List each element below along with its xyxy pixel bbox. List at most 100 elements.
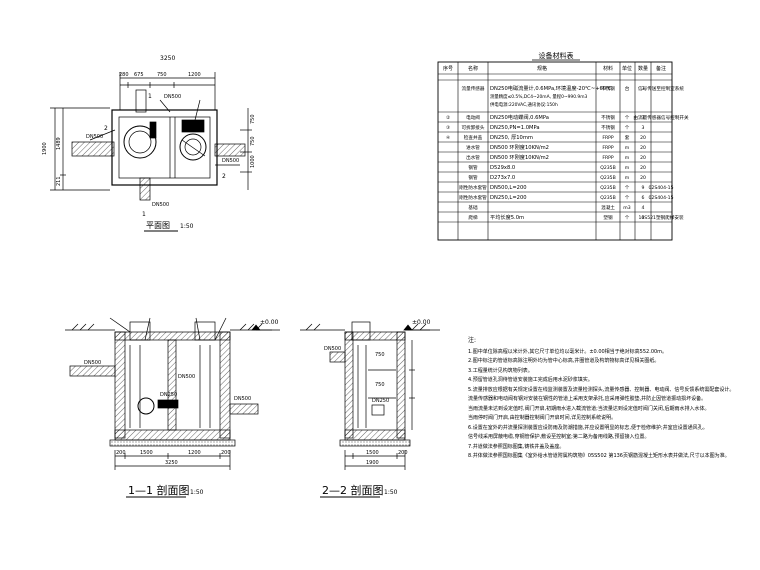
note-item: 1.图中单位除高程以米计外,其它尺寸单位均以毫米计。±0.00相当于绝对标高55…: [468, 348, 668, 355]
plan-view: [50, 72, 252, 201]
table-cell-mat: FRPP: [602, 155, 614, 161]
table-cell-qty: 20: [640, 135, 646, 141]
table-cell-note: 16S521塑钢爬梯安装: [638, 214, 683, 221]
section-mark: 1: [142, 211, 146, 218]
table-cell-spec: 平均长度5.0m: [490, 213, 524, 221]
table-cell-name: 钢管: [468, 174, 478, 181]
plan-title: 平面图: [146, 221, 170, 230]
table-cell-spec: DN500,L=200: [490, 185, 527, 191]
table-header-cell: 名称: [468, 65, 478, 72]
section-2-pipe-label: DN500: [324, 346, 341, 352]
note-item: 流量传感器和电动阀有钢对安装在钢性的管道上采用支架承托,应采用弹性胶垫,并防止因…: [468, 396, 707, 402]
table-cell-mat: Q235B: [600, 175, 616, 181]
plan-pipe-label: DN500: [86, 134, 103, 140]
table-cell-qty: 20: [640, 165, 646, 171]
notes-block: 注: 1.图中单位除高程以米计外,其它尺寸单位均以毫米计。±0.00相当于绝对标…: [468, 336, 754, 462]
plan-pipe-label: DN500: [164, 94, 181, 100]
section-2-dim: 1500: [366, 450, 379, 456]
plan-scale: 1:50: [180, 223, 194, 230]
table-cell-name: 出水管: [466, 154, 480, 161]
table-cell-note: 由流量传感器信号控制开关: [633, 114, 689, 121]
plan-dim: 211: [56, 176, 62, 186]
table-cell-qty: 3: [642, 215, 645, 221]
table-cell-name: 爬梯: [468, 214, 478, 221]
section-2-level: ±0.00: [412, 319, 431, 326]
table-cell-spec: D273x7.0: [490, 175, 515, 181]
table-cell-spec: DN250电磁流量计,0.6MPa,环境温度-20℃~+60℃: [490, 84, 612, 92]
table-title: 设备材料表: [539, 51, 574, 60]
plan-dim: 1000: [250, 155, 256, 168]
section-1-dim: 200: [221, 450, 231, 456]
table-header-cell: 序号: [443, 65, 453, 72]
table-cell-mat: Q235B: [600, 185, 616, 191]
note-item: 7.井道做法参照国标图集,铸铁井盖及盖座。: [468, 443, 565, 450]
section-1-pipe-label: DN500: [84, 360, 101, 366]
plan-dim: 1489: [56, 137, 62, 150]
table-cell-note: 信号传送至控制室系统: [638, 85, 684, 92]
note-item: 信号线采用屏蔽电缆,穿钢管保护,敷设至控制室;第二路为备用线路,预留接入位置。: [468, 434, 650, 440]
table-cell-spec: DN500 环刚度10KN/m2: [490, 143, 549, 151]
plan-dim: 750: [250, 114, 256, 124]
table-header-cell: 单位: [622, 65, 632, 72]
equipment-table: [437, 61, 673, 241]
table-cell-unit: m: [625, 146, 630, 151]
table-cell-spec: DN500 环刚度10KN/m2: [490, 153, 549, 161]
plan-dim: 750: [157, 72, 167, 78]
table-cell-unit: 个: [625, 125, 630, 131]
table-cell-spec: D529x8.0: [490, 165, 515, 171]
table-cell-unit: 台: [625, 85, 630, 92]
section-2-labels: ±0.00 750 750 1500 200 1900 DN500 DN250 …: [322, 319, 431, 497]
note-item: 5.流量排放应根据有关规定设置在线监测装置及流量检测探头,流量传感器、控制器、电…: [468, 386, 735, 393]
table-cell-note: 02S404-15: [648, 185, 673, 191]
section-1-title: 1—1 剖面图: [128, 483, 190, 497]
plan-dim: 1200: [188, 72, 201, 78]
section-2-dim: 750: [375, 382, 385, 388]
table-cell-mat: 混凝土: [601, 204, 615, 211]
section-2-pipe-label: DN250: [372, 398, 389, 404]
table-cell-unit: 个: [625, 215, 630, 221]
table-header-cell: 备注: [656, 65, 666, 72]
table-cell-name: 刚性防水套管: [459, 194, 487, 201]
table-cell-spec3: 供电电源:220VAC,通讯协议:150h: [490, 101, 558, 108]
section-2-dim: 200: [398, 450, 408, 456]
section-1-dim: 200: [116, 450, 126, 456]
table-cell-name: 电动阀: [466, 114, 480, 121]
section-1-pipe-label: DN500: [178, 374, 195, 380]
note-item: 6.设置在室外的井流量探测装置应设防雨及防潮措施,并应设置明显的标志,便于检修维…: [468, 424, 708, 431]
note-item: 当雨流量未达到设定值时,阀门开启,初期雨水进入截流管道;当流量达到设定值时阀门关…: [468, 405, 710, 412]
table-cell-mat: 不锈钢: [601, 85, 615, 92]
section-2-dim-total: 1900: [366, 460, 379, 466]
table-cell-no: ④: [446, 135, 450, 141]
table-cell-qty: 9: [642, 185, 645, 191]
table-cell-qty: 20: [640, 145, 646, 151]
table-cell-qty: 20: [640, 155, 646, 161]
section-1-pipe-label: DN500: [234, 396, 251, 402]
section-1-dim-total: 3250: [165, 460, 178, 466]
section-2-view: [300, 321, 440, 470]
section-1-view: [65, 317, 280, 470]
plan-dim: 675: [134, 72, 144, 78]
table-cell-qty: 4: [642, 205, 645, 211]
note-item: 2.图中标注的管道标高除注明外均为管中心标高,井圈管道及构筑物标高详见相关图纸。: [468, 358, 660, 364]
section-1-level: ±0.00: [260, 319, 279, 326]
section-1-scale: 1:50: [190, 489, 204, 496]
table-cell-name: 钢管: [468, 164, 478, 171]
table-cell-name: 流量传感器: [462, 85, 485, 92]
table-cell-no: ③: [446, 125, 450, 131]
table-cell-qty: 3: [642, 125, 645, 131]
table-cell-mat: FRPP: [602, 135, 614, 141]
note-item: 8.井体做法参照国标图集《室外给水管道附属构筑物》05S502 第136页钢筋混…: [468, 453, 730, 459]
section-1-dim: 1200: [188, 450, 201, 456]
table-cell-qty: 3: [642, 115, 645, 121]
table-cell-name: 刚性防水套管: [459, 184, 487, 191]
plan-dim: 280: [119, 72, 129, 78]
table-cell-mat: 塑钢: [603, 214, 613, 221]
table-cell-note: 02S404-15: [648, 195, 673, 201]
section-mark: 2: [104, 125, 108, 132]
table-cell-name: 进水管: [466, 144, 480, 151]
table-cell-no: ②: [446, 115, 450, 121]
table-cell-unit: m: [625, 166, 630, 171]
table-cell-mat: 不锈钢: [601, 124, 615, 131]
